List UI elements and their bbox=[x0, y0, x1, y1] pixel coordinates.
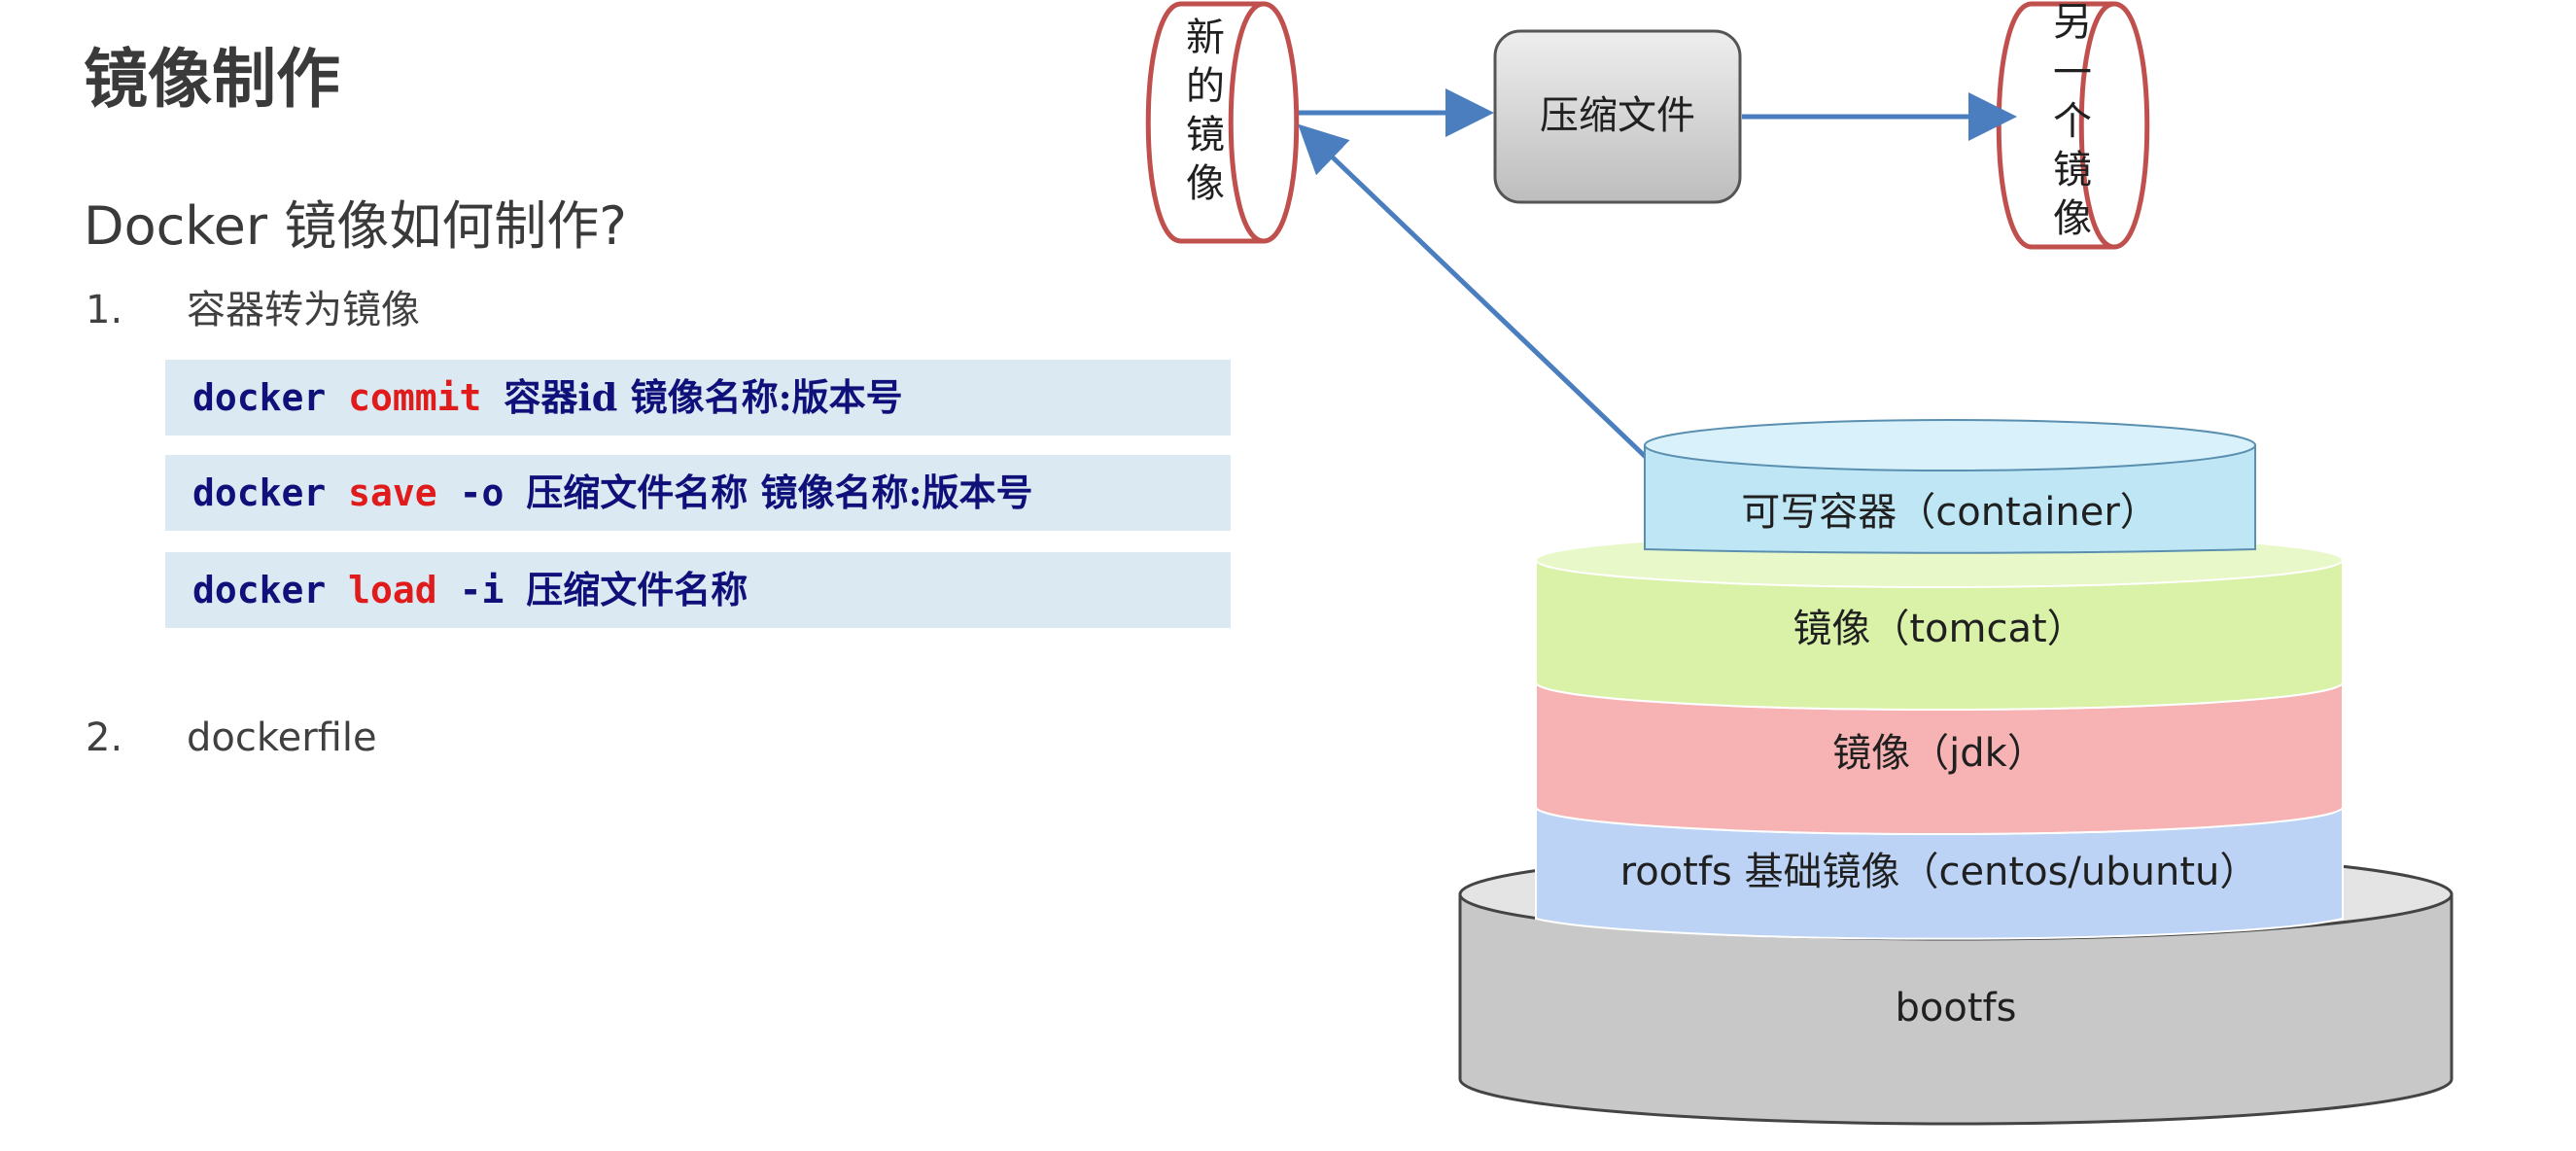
list-number: 1. bbox=[86, 288, 123, 332]
rootfs-label: rootfs 基础镜像（centos/ubuntu） bbox=[1620, 850, 2259, 894]
code-args: 压缩文件名称 bbox=[526, 568, 748, 611]
code-keyword: load bbox=[348, 569, 437, 611]
compressed-file-label: 压缩文件 bbox=[1540, 93, 1695, 138]
list-text: 容器转为镜像 bbox=[187, 288, 420, 332]
code-line-save: docker save -o 压缩文件名称 镜像名称:版本号 bbox=[165, 455, 1231, 531]
tomcat-layer: 镜像（tomcat） bbox=[1535, 532, 2344, 711]
new-image-char: 新 bbox=[1186, 16, 1225, 60]
bootfs-label: bootfs bbox=[1896, 986, 2017, 1030]
another-image-char: 另 bbox=[2053, 0, 2092, 45]
code-flag: -i bbox=[459, 569, 505, 611]
another-image-char: 镜 bbox=[2053, 148, 2092, 192]
code-base: docker bbox=[192, 471, 327, 514]
tomcat-label: 镜像（tomcat） bbox=[1793, 607, 2085, 651]
code-base: docker bbox=[192, 569, 327, 611]
another-image-char: 一 bbox=[2053, 51, 2092, 95]
list-item: 1. 容器转为镜像 bbox=[86, 278, 420, 334]
code-line-commit: docker commit 容器id 镜像名称:版本号 bbox=[165, 360, 1231, 436]
another-image-char: 像 bbox=[2053, 196, 2092, 241]
slide-subtitle: Docker 镜像如何制作? bbox=[84, 195, 627, 257]
new-image-cylinder: 新 的 镜 像 bbox=[1145, 1, 1300, 244]
list-item: 2. dockerfile bbox=[86, 715, 377, 760]
list-number: 2. bbox=[86, 715, 123, 760]
compressed-file-box: 压缩文件 bbox=[1493, 29, 1742, 204]
code-keyword: save bbox=[348, 471, 437, 514]
code-args: 容器id 镜像名称:版本号 bbox=[504, 375, 903, 419]
code-flag: -o bbox=[459, 471, 505, 514]
code-keyword: commit bbox=[348, 376, 482, 419]
new-image-char: 镜 bbox=[1186, 113, 1225, 157]
jdk-label: 镜像（jdk） bbox=[1832, 731, 2046, 776]
code-args: 压缩文件名称 镜像名称:版本号 bbox=[526, 471, 1033, 514]
new-image-char: 的 bbox=[1186, 64, 1225, 109]
code-base: docker bbox=[192, 376, 327, 419]
arrow-container-to-new-image bbox=[1298, 123, 1674, 484]
list-text: dockerfile bbox=[187, 715, 377, 760]
slide-title: 镜像制作 bbox=[84, 42, 340, 117]
container-layer: 可写容器（container） bbox=[1644, 419, 2256, 554]
code-line-load: docker load -i 压缩文件名称 bbox=[165, 552, 1231, 628]
another-image-cylinder: 另 一 个 镜 像 bbox=[1996, 0, 2150, 250]
container-label: 可写容器（container） bbox=[1741, 490, 2159, 535]
another-image-char: 个 bbox=[2053, 99, 2092, 144]
new-image-char: 像 bbox=[1186, 161, 1225, 206]
